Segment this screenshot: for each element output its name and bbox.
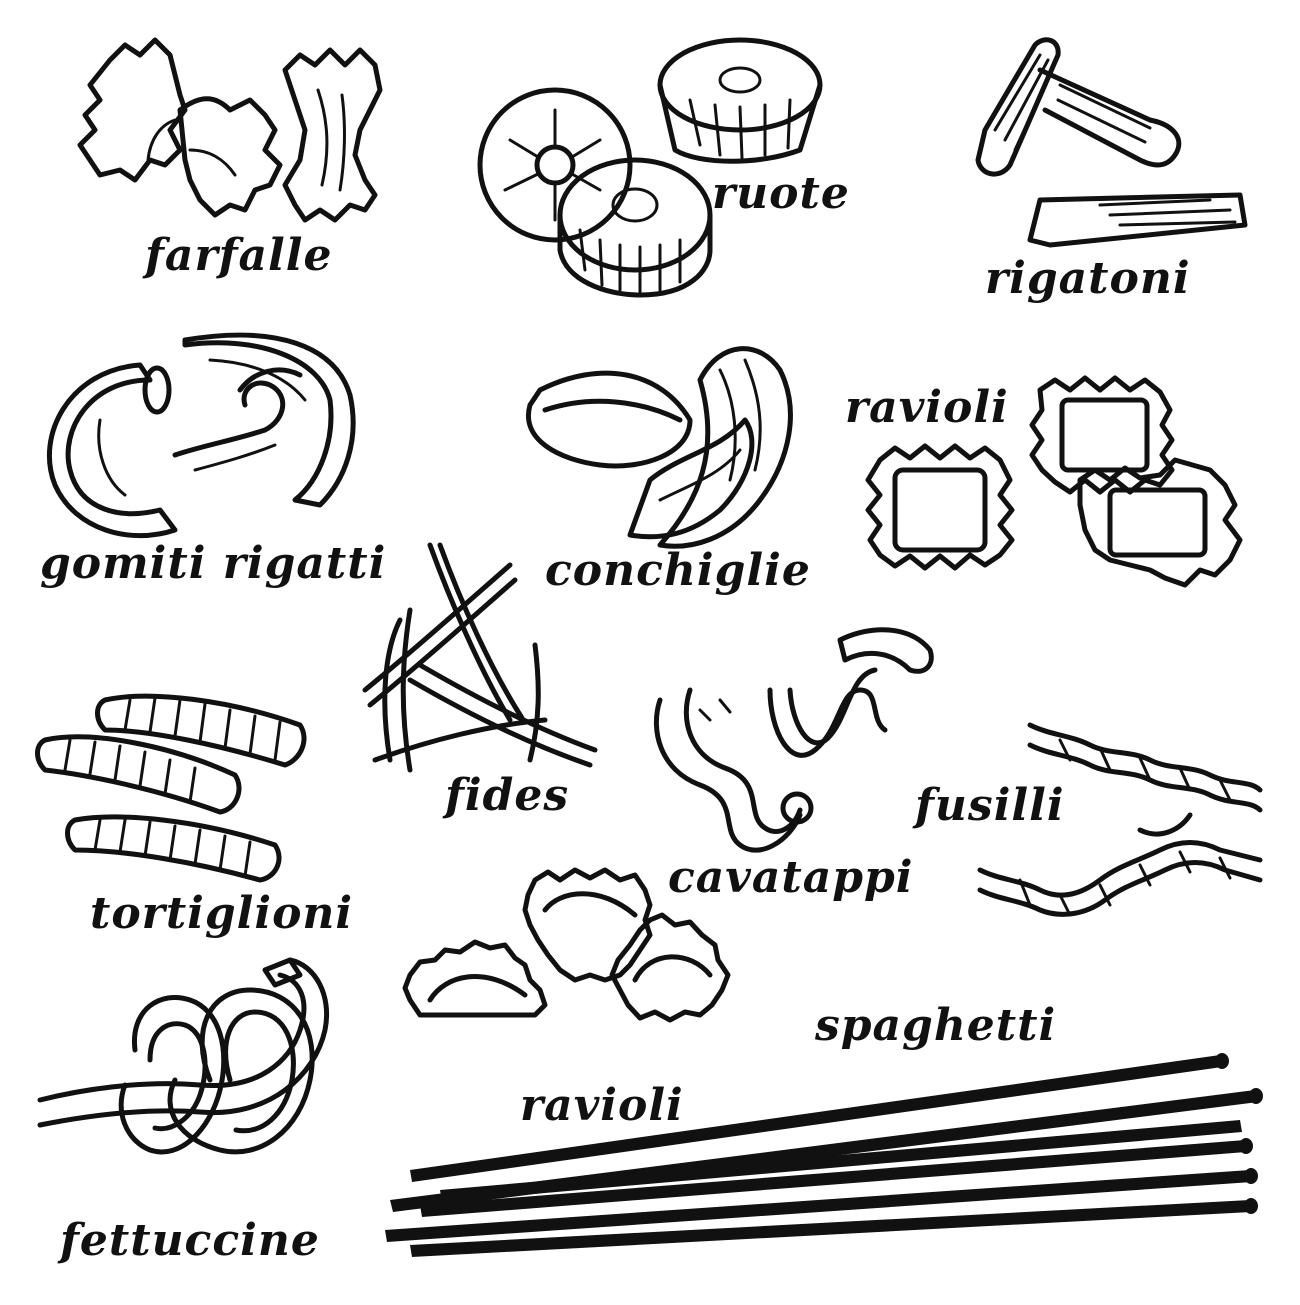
label-tortiglioni: tortiglioni — [90, 888, 354, 939]
rigatoni-illustration — [975, 37, 1248, 248]
fettuccine-illustration — [37, 957, 329, 1155]
label-spaghetti: spaghetti — [815, 1000, 1057, 1051]
farfalle-illustration — [77, 37, 383, 223]
spaghetti-illustration — [385, 1053, 1263, 1257]
label-cavatappi: cavatappi — [668, 852, 914, 903]
ravioli-top-illustration — [865, 375, 1243, 588]
label-fettuccine: fettuccine — [60, 1215, 320, 1266]
label-farfalle: farfalle — [145, 230, 333, 281]
label-gomiti-rigatti: gomiti rigatti — [40, 538, 387, 589]
label-ravioli-top: ravioli — [845, 382, 1009, 433]
label-fides: fides — [445, 770, 570, 821]
label-rigatoni: rigatoni — [985, 253, 1191, 304]
conchiglie-illustration — [526, 346, 793, 549]
fusilli-illustration — [977, 722, 1263, 917]
label-fusilli: fusilli — [915, 780, 1065, 831]
gomiti-rigatti-illustration — [46, 332, 356, 539]
label-ravioli-bottom: ravioli — [520, 1080, 684, 1131]
fides-illustration — [362, 542, 598, 773]
cavatappi-illustration — [653, 627, 934, 853]
ravioli-bottom-illustration — [402, 867, 731, 1023]
label-conchiglie: conchiglie — [545, 545, 811, 596]
ruote-illustration — [477, 37, 823, 298]
tortiglioni-illustration — [35, 693, 307, 883]
label-ruote: ruote — [712, 168, 850, 219]
